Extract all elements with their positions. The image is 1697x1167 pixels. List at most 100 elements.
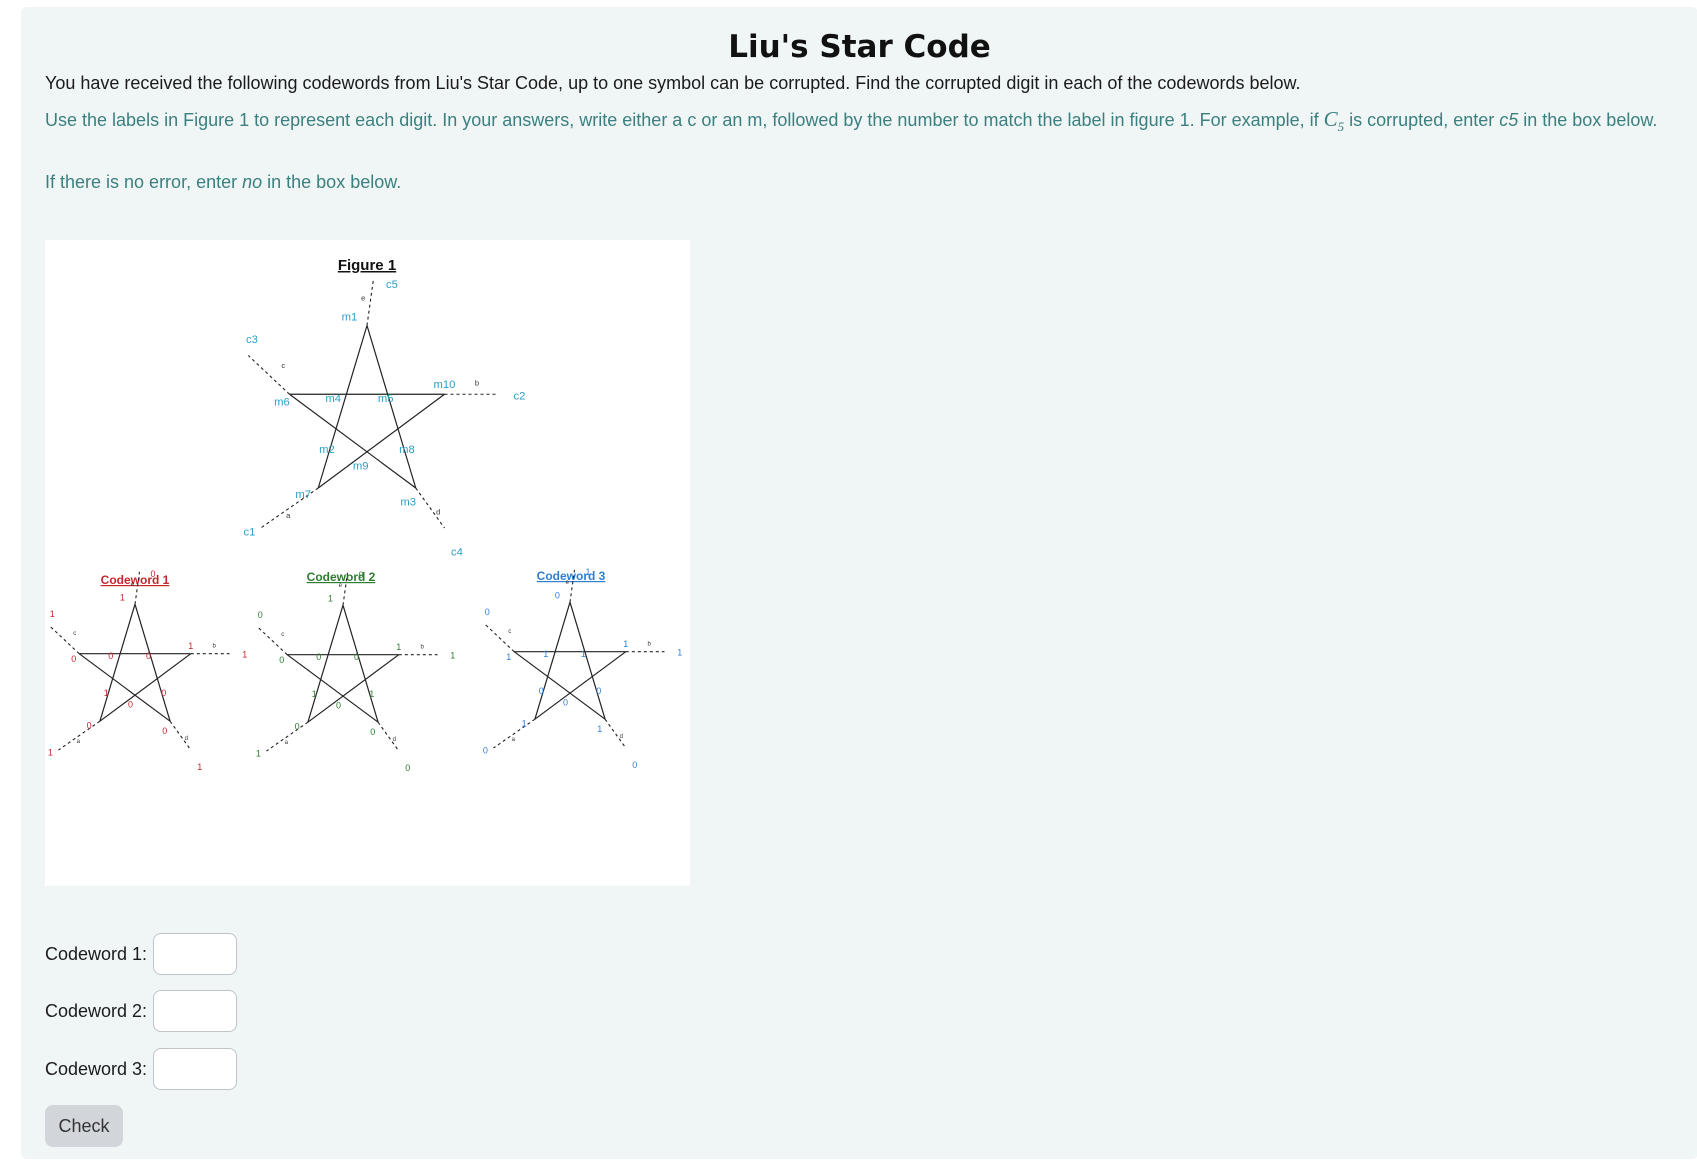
figure1-value-m10: m10 — [434, 379, 456, 391]
codeword3-mark-a: a — [512, 737, 516, 743]
codeword-1-input[interactable] — [153, 933, 238, 975]
codeword-3-row: Codeword 3: — [45, 1047, 238, 1091]
codeword2-star-line — [286, 654, 379, 723]
codeword2-star-line — [307, 654, 400, 723]
codeword3-value-m3: 1 — [597, 724, 602, 734]
codeword3-value-c5: 1 — [585, 567, 590, 577]
codeword3-value-m5: 1 — [581, 649, 586, 659]
codeword3-star-line — [569, 602, 606, 720]
figure1-value-m7: m7 — [295, 489, 311, 501]
codeword3-dash-c1 — [493, 718, 536, 749]
codeword-2-row: Codeword 2: — [45, 989, 238, 1033]
codeword2-value-m1: 1 — [328, 594, 333, 604]
figure1-value-m2: m2 — [319, 444, 335, 456]
figure1-value-m9: m9 — [353, 460, 369, 472]
no-error-text: If there is no error, enter no in the bo… — [45, 169, 401, 195]
codeword2-mark-d: d — [393, 737, 396, 743]
codeword2-star-line — [307, 605, 344, 723]
codeword1-value-c5: 0 — [150, 569, 155, 579]
codeword2-value-m3: 0 — [370, 727, 375, 737]
math-c5-subscript: 5 — [1337, 119, 1345, 135]
codeword1-value-m8: 0 — [161, 688, 166, 698]
codeword2-value-m8: 1 — [369, 689, 374, 699]
codeword-2-input[interactable] — [153, 990, 238, 1032]
instructions-part-a: Use the labels in Figure 1 to represent … — [45, 110, 1324, 130]
codeword-1-row: Codeword 1: — [45, 932, 238, 976]
codeword3-value-m6: 1 — [506, 652, 511, 662]
codeword2-value-m4: 0 — [316, 652, 321, 662]
figure1-mark-a: a — [286, 511, 291, 520]
figure1-value-m1: m1 — [342, 312, 358, 324]
codeword3-value-c1: 0 — [483, 745, 488, 755]
figure1-value-m6: m6 — [274, 397, 290, 409]
instructions-text: Use the labels in Figure 1 to represent … — [45, 106, 1665, 140]
figure1-mark-c: c — [281, 361, 285, 370]
codeword2-value-m6: 0 — [279, 655, 284, 665]
figure1-value-c1: c1 — [244, 527, 256, 539]
codeword1-value-m3: 0 — [162, 726, 167, 736]
codeword2-value-m9: 0 — [336, 701, 341, 711]
no-error-word: no — [242, 172, 263, 192]
codeword1-value-m7: 0 — [87, 720, 92, 730]
codeword1-mark-e: e — [131, 582, 135, 588]
codeword3-value-c4: 0 — [632, 760, 637, 770]
codeword2-value-c1: 1 — [256, 748, 261, 758]
codeword-3-input[interactable] — [153, 1048, 238, 1090]
codeword1-value-c1: 1 — [48, 747, 53, 757]
codeword-3-label: Codeword 3: — [45, 1058, 148, 1079]
codeword2-dash-c1 — [266, 721, 309, 752]
codeword2-value-c3: 0 — [258, 610, 263, 620]
codeword3-value-m7: 1 — [522, 718, 527, 728]
codeword3-value-m2: 0 — [539, 686, 544, 696]
codeword2-value-m2: 1 — [312, 689, 317, 699]
codeword3-value-m1: 0 — [555, 591, 560, 601]
codeword1-value-c4: 1 — [197, 762, 202, 772]
no-error-part-b: in the box below. — [262, 172, 402, 192]
math-c5-base: C — [1323, 107, 1338, 131]
codeword1-mark-a: a — [77, 739, 81, 745]
figure1-value-m5: m5 — [378, 393, 394, 405]
codeword1-value-m2: 1 — [104, 688, 109, 698]
figure1-star-line — [317, 393, 445, 489]
figure1-star-line — [317, 325, 368, 489]
codeword1-value-m5: 0 — [146, 651, 151, 661]
codeword3-value-m4: 1 — [543, 649, 548, 659]
figure1-title: Figure 1 — [338, 257, 396, 274]
check-button[interactable]: Check — [45, 1105, 123, 1147]
figure1-dash-c4 — [415, 487, 445, 529]
codeword2-dash-c3 — [257, 626, 288, 656]
instructions-example: c5 — [1499, 110, 1519, 130]
codeword3-dash-c3 — [484, 623, 515, 653]
codeword1-dash-c3 — [49, 625, 80, 655]
codeword2-value-m7: 0 — [295, 721, 300, 731]
codeword2-mark-a: a — [285, 740, 289, 746]
math-c5: C5 — [1323, 107, 1345, 135]
figure1-star-line — [366, 325, 417, 489]
codeword2-title: Codeword 2 — [307, 570, 376, 584]
codeword1-star-line — [99, 604, 136, 722]
codeword2-mark-b: b — [421, 644, 425, 650]
codeword3-value-m10: 1 — [623, 639, 628, 649]
codeword2-value-c4: 0 — [405, 763, 410, 773]
figure1-dash-c5 — [366, 280, 374, 326]
codeword3-mark-c: c — [508, 629, 511, 635]
no-error-part-a: If there is no error, enter — [45, 172, 243, 192]
figure1-value-m8: m8 — [399, 444, 415, 456]
codeword1-star-line — [78, 653, 171, 722]
figure1-value-c5: c5 — [386, 279, 398, 291]
codeword3-star-line — [534, 602, 571, 720]
codeword1-mark-d: d — [185, 736, 188, 742]
codeword2-star-line — [342, 605, 379, 723]
codeword1-star-line — [134, 604, 171, 722]
figure1-mark-b: b — [475, 379, 479, 388]
codeword2-value-m5: 0 — [354, 652, 359, 662]
instructions-part-b: is corrupted, enter — [1344, 110, 1500, 130]
codeword3-mark-d: d — [620, 734, 623, 740]
codeword1-value-c2: 1 — [242, 649, 247, 659]
figure1-value-m3: m3 — [400, 497, 416, 509]
codeword-1-label: Codeword 1: — [45, 943, 148, 964]
figure1-mark-d: d — [436, 507, 440, 516]
codeword1-mark-b: b — [213, 643, 217, 649]
codeword1-title: Codeword 1 — [101, 573, 170, 587]
